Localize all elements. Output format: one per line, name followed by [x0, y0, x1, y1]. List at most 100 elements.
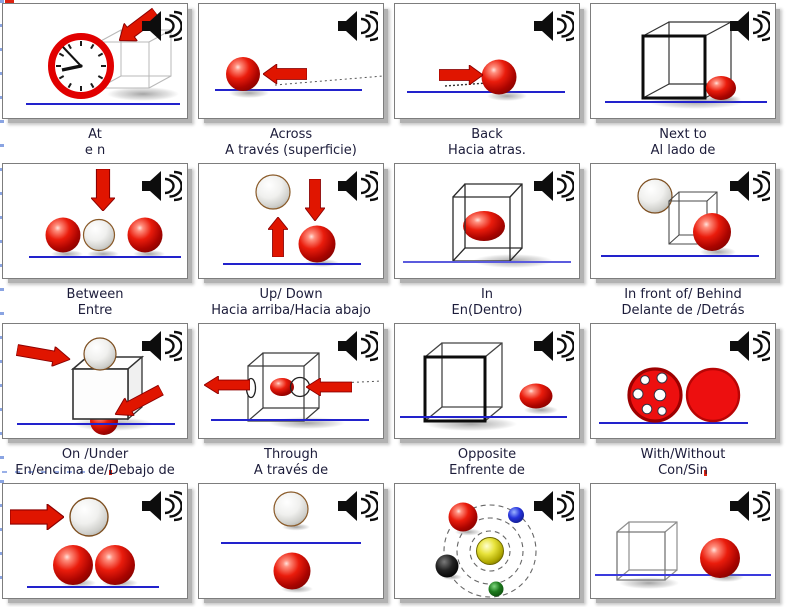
term-english: At: [88, 127, 102, 142]
speaker-icon[interactable]: [138, 169, 182, 203]
term-spanish: A través de: [253, 463, 329, 478]
term-spanish: Delante de /Detrás: [621, 303, 745, 318]
speaker-icon[interactable]: [334, 9, 378, 43]
flashcard-back: Back Hacia atras.: [394, 3, 580, 159]
flashcard-image[interactable]: [394, 3, 580, 119]
term-english: Up/ Down: [259, 287, 323, 302]
flashcard-image[interactable]: [590, 163, 776, 279]
speaker-icon[interactable]: [530, 329, 574, 363]
speaker-icon[interactable]: [138, 329, 182, 363]
speaker-icon[interactable]: [726, 9, 770, 43]
flashcard-in-front-behind: In front of/ Behind Delante de /Detrás: [590, 163, 776, 319]
flashcard-image[interactable]: [394, 323, 580, 439]
card-caption: Between Entre: [2, 287, 188, 319]
term-english: Back: [471, 127, 503, 142]
card-caption: Through A través de: [198, 447, 384, 479]
term-spanish: Enfrente de: [449, 463, 525, 478]
cutoff-fragment: [5, 0, 14, 3]
flashcard-with-without: With/Without Con/Sin: [590, 323, 776, 479]
term-spanish: e n: [84, 143, 106, 158]
flashcard-row4-3: [394, 483, 580, 607]
card-caption: Up/ Down Hacia arriba/Hacia abajo: [198, 287, 384, 319]
speaker-icon[interactable]: [138, 9, 182, 43]
flashcard-between: Between Entre: [2, 163, 188, 319]
term-spanish: Con/Sin: [658, 463, 708, 478]
illustration-ball-in-cube: [403, 183, 571, 268]
card-caption: Next to Al lado de: [590, 127, 776, 159]
flashcard-image[interactable]: [198, 3, 384, 119]
illustration-front-behind-cube: [601, 178, 759, 257]
card-caption: Across A través (superficie): [198, 127, 384, 159]
illustration-on-under-cube: [15, 337, 175, 435]
flashcard-row4-4: [590, 483, 776, 607]
term-spanish: En(Dentro): [451, 303, 523, 318]
card-caption: Back Hacia atras.: [394, 127, 580, 159]
flashcard-image[interactable]: [2, 163, 188, 279]
flashcard-image[interactable]: [2, 3, 188, 119]
flashcard-image[interactable]: [2, 323, 188, 439]
speaker-icon[interactable]: [334, 489, 378, 523]
flashcard-image[interactable]: [394, 483, 580, 599]
flashcard-next-to: Next to Al lado de: [590, 3, 776, 159]
card-caption: On /Under En/encima de/Debajo de: [2, 447, 188, 479]
term-english: Across: [269, 127, 313, 142]
cutoff-fragment: [109, 470, 112, 475]
speaker-icon[interactable]: [138, 489, 182, 523]
flashcard-at: At e n: [2, 3, 188, 159]
illustration-cube-and-ball-apart: [595, 521, 771, 589]
speaker-icon[interactable]: [726, 329, 770, 363]
flashcard-image[interactable]: [590, 3, 776, 119]
card-caption: Opposite Enfrente de: [394, 447, 580, 479]
flashcard-image[interactable]: [590, 483, 776, 599]
cutoff-dashed-fragment: [2, 471, 94, 473]
illustration-orbit: [435, 502, 537, 598]
term-english: With/Without: [640, 447, 726, 462]
flashcard-row4-1: [2, 483, 188, 607]
term-spanish: Entre: [77, 303, 113, 318]
card-caption: In En(Dentro): [394, 287, 580, 319]
illustration-with-without-circles: [599, 367, 748, 424]
speaker-icon[interactable]: [726, 169, 770, 203]
term-english: Between: [66, 287, 124, 302]
flashcard-image[interactable]: [394, 163, 580, 279]
term-english: Opposite: [457, 447, 517, 462]
term-spanish: A través (superficie): [225, 143, 357, 158]
flashcard-across: Across A través (superficie): [198, 3, 384, 159]
flashcard-on-under: On /Under En/encima de/Debajo de: [2, 323, 188, 479]
illustration-clock-and-cube: [26, 4, 180, 105]
illustration-ball-moving-back: [407, 59, 565, 101]
flashcard-in: In En(Dentro): [394, 163, 580, 319]
illustration-arrow-at-ball: [10, 497, 159, 588]
card-caption: At e n: [2, 127, 188, 159]
speaker-icon[interactable]: [530, 169, 574, 203]
flashcard-row4-2: [198, 483, 384, 607]
flashcard-up-down: Up/ Down Hacia arriba/Hacia abajo: [198, 163, 384, 319]
illustration-cube-ball-next-to: [605, 21, 767, 109]
speaker-icon[interactable]: [530, 489, 574, 523]
illustration-cube-opposite-ball: [400, 342, 567, 431]
flashcard-image[interactable]: [2, 483, 188, 599]
flashcard-image[interactable]: [590, 323, 776, 439]
term-spanish: En/encima de/Debajo de: [15, 463, 175, 478]
illustration-ball-between-balls: [29, 169, 181, 258]
illustration-ball-across-surface: [215, 57, 383, 98]
term-english: In: [480, 287, 494, 302]
flashcard-image[interactable]: [198, 163, 384, 279]
speaker-icon[interactable]: [334, 329, 378, 363]
left-edge-dashed-line: [0, 0, 4, 591]
speaker-icon[interactable]: [530, 9, 574, 43]
flashcard-image[interactable]: [198, 483, 384, 599]
card-caption: In front of/ Behind Delante de /Detrás: [590, 287, 776, 319]
flashcard-opposite: Opposite Enfrente de: [394, 323, 580, 479]
speaker-icon[interactable]: [726, 489, 770, 523]
term-english: Through: [264, 447, 318, 462]
illustration-above-below-line: [221, 491, 361, 593]
illustration-up-down-arrows: [223, 174, 361, 267]
term-spanish: Al lado de: [650, 143, 716, 158]
illustration-through-cube: [204, 352, 383, 429]
term-spanish: Hacia arriba/Hacia abajo: [211, 303, 371, 318]
term-spanish: Hacia atras.: [448, 143, 526, 158]
speaker-icon[interactable]: [334, 169, 378, 203]
flashcard-through: Through A través de: [198, 323, 384, 479]
flashcard-image[interactable]: [198, 323, 384, 439]
